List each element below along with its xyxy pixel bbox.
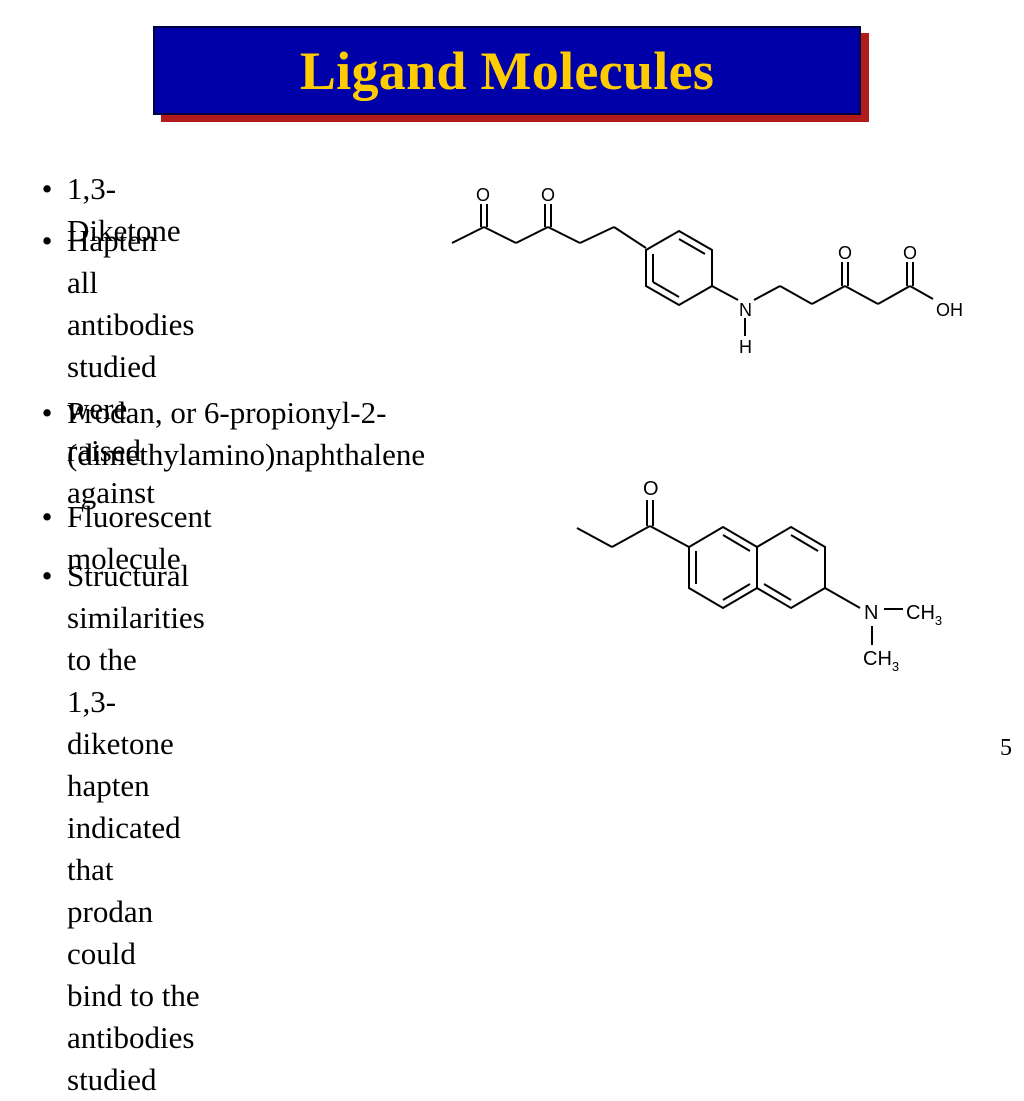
atom-label: CH3 (906, 602, 942, 628)
bullet-text: 1,3-Diketone (67, 171, 181, 248)
atom-label: N (864, 602, 878, 624)
atom-label: O (476, 185, 490, 205)
title-box: Ligand Molecules (153, 26, 861, 115)
atom-label: O (643, 478, 659, 500)
bullet-item: • Fluorescent molecule (27, 496, 212, 580)
structure-drawings: O O O O N H OH O N CH3 CH3 (451, 185, 963, 674)
bullet-text: Fluorescent molecule (67, 499, 212, 576)
atom-label: N (739, 300, 752, 320)
bullet-dot: • (41, 171, 53, 206)
bullet-text: Prodan, or 6-propionyl-2- (dimethylamino… (67, 395, 426, 472)
atom-label: OH (936, 300, 963, 320)
atom-label: O (541, 185, 555, 205)
atom-label: O (903, 243, 917, 263)
bullet-text: Hapten all antibodies studied were raise… (67, 223, 195, 510)
atom-label: H (739, 337, 752, 357)
bullet-dot: • (41, 499, 53, 534)
slide-title: Ligand Molecules (299, 40, 715, 101)
bullet-item: • Prodan, or 6-propionyl-2- (dimethylami… (27, 392, 426, 476)
bullet-dot: • (41, 395, 53, 430)
hapten-structure (451, 204, 934, 336)
bullet-dot: • (41, 558, 53, 593)
bullet-item: • Hapten all antibodies studied were rai… (27, 220, 195, 514)
prodan-atom-labels: O N CH3 CH3 (643, 478, 942, 674)
page-number: 5 (1000, 735, 1012, 761)
bullet-item: • 1,3-Diketone (27, 168, 181, 252)
hapten-atom-labels: O O O O N H OH (476, 185, 963, 357)
prodan-structure (576, 500, 903, 645)
atom-label: O (838, 243, 852, 263)
bullet-dot: • (41, 223, 53, 258)
atom-label: CH3 (863, 648, 899, 674)
